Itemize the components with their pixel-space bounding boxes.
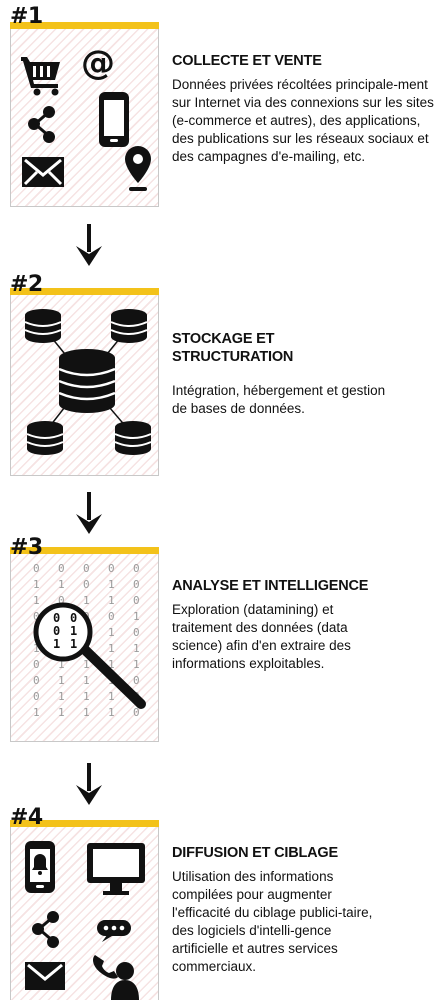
step-title: DIFFUSION ET CIBLAGE — [172, 845, 338, 861]
icon-panel: @ — [10, 29, 159, 207]
binary-digit: 0 — [108, 610, 115, 623]
step-description: Données privées récoltées principale-men… — [172, 77, 434, 164]
binary-digit: 1 — [58, 578, 65, 591]
icon-panel: 0000011010101100000100110110110111101110… — [10, 554, 159, 742]
step-number: #4 — [10, 805, 43, 830]
binary-digit: 0 — [33, 658, 40, 671]
arrow-down-icon — [76, 492, 102, 534]
binary-digit: 0 — [33, 610, 40, 623]
cart-icon — [21, 57, 60, 96]
step-title: STOCKAGE ET STRUCTURATION — [172, 331, 294, 365]
arrow-down-icon — [76, 224, 102, 266]
binary-digit: 0 — [133, 706, 140, 719]
step-4: #4 — [0, 800, 437, 1000]
phone-notification-icon — [25, 841, 55, 893]
database-icon — [26, 421, 64, 455]
svg-text:@: @ — [81, 43, 115, 83]
binary-digit: 0 — [133, 626, 140, 639]
binary-digit: 0 — [133, 578, 140, 591]
step-1: #1 @ — [0, 0, 437, 210]
share-icon — [28, 106, 55, 143]
binary-digit: 0 — [58, 562, 65, 575]
location-pin-icon — [125, 146, 151, 191]
step-title: ANALYSE ET INTELLIGENCE — [172, 578, 369, 594]
binary-digit: 1 — [83, 690, 90, 703]
binary-digit: 0 — [133, 674, 140, 687]
database-network-icon — [24, 309, 152, 455]
binary-digit: 0 — [108, 562, 115, 575]
binary-digit: 0 — [133, 562, 140, 575]
share-icon — [32, 911, 59, 948]
arrow-down-icon — [76, 763, 102, 805]
binary-digit: 1 — [33, 706, 40, 719]
step-number: #2 — [10, 272, 43, 297]
binary-digit: 1 — [108, 594, 115, 607]
chat-bubble-icon — [97, 920, 131, 942]
envelope-icon — [22, 157, 64, 187]
binary-digit: 1 — [33, 594, 40, 607]
step-2: #2 — [0, 270, 437, 480]
binary-digit: 1 — [33, 578, 40, 591]
binary-digit: 1 — [108, 642, 115, 655]
lens-digit: 0 — [70, 611, 77, 625]
binary-digit: 1 — [83, 594, 90, 607]
accent-bar — [10, 288, 159, 295]
binary-digit: 1 — [108, 690, 115, 703]
database-icon — [110, 309, 148, 343]
binary-digit: 1 — [108, 706, 115, 719]
step-title: COLLECTE ET VENTE — [172, 53, 322, 69]
step-description: Intégration, hébergement et gestion de b… — [172, 383, 386, 416]
icon-panel — [10, 295, 159, 476]
database-icon — [24, 309, 62, 343]
step-description: Exploration (datamining) et traitement d… — [172, 602, 351, 671]
icon-panel — [10, 827, 159, 1000]
call-center-agent-icon — [93, 955, 139, 1000]
at-sign-icon: @ — [81, 43, 115, 83]
binary-digit: 0 — [33, 562, 40, 575]
step-description: Utilisation des informations compilées p… — [172, 869, 373, 974]
lens-digit: 1 — [70, 637, 77, 651]
binary-digit: 1 — [83, 674, 90, 687]
binary-digit: 0 — [58, 594, 65, 607]
step-number: #1 — [10, 4, 43, 29]
binary-digit: 1 — [133, 610, 140, 623]
binary-digit: 1 — [108, 578, 115, 591]
binary-digit: 1 — [58, 658, 65, 671]
accent-bar — [10, 22, 159, 29]
binary-digit: 1 — [33, 642, 40, 655]
binary-digit: 1 — [58, 690, 65, 703]
binary-digit: 1 — [108, 626, 115, 639]
lens-digit: 0 — [53, 611, 60, 625]
binary-digit: 0 — [133, 594, 140, 607]
step-3: #3 0000011010101100000100110110110111101… — [0, 535, 437, 745]
binary-grid: 0000011010101100000100110110110111101110… — [33, 562, 140, 719]
binary-digit: 1 — [58, 706, 65, 719]
lens-digit: 1 — [70, 624, 77, 638]
binary-digit: 0 — [83, 562, 90, 575]
accent-bar — [10, 820, 159, 827]
binary-digit: 1 — [83, 706, 90, 719]
smartphone-icon — [99, 92, 129, 147]
database-icon — [114, 421, 152, 455]
monitor-icon — [87, 843, 145, 895]
binary-digit: 1 — [133, 658, 140, 671]
binary-digit: 1 — [58, 674, 65, 687]
accent-bar — [10, 547, 159, 554]
binary-digit: 0 — [83, 578, 90, 591]
binary-digit: 1 — [108, 658, 115, 671]
database-main-icon — [58, 349, 116, 413]
binary-digit: 0 — [33, 674, 40, 687]
lens-digit: 1 — [53, 637, 60, 651]
binary-digit: 1 — [83, 658, 90, 671]
step-number: #3 — [10, 535, 43, 560]
envelope-icon — [25, 962, 65, 990]
binary-digit: 0 — [33, 690, 40, 703]
binary-digit: 1 — [133, 642, 140, 655]
lens-digit: 0 — [53, 624, 60, 638]
